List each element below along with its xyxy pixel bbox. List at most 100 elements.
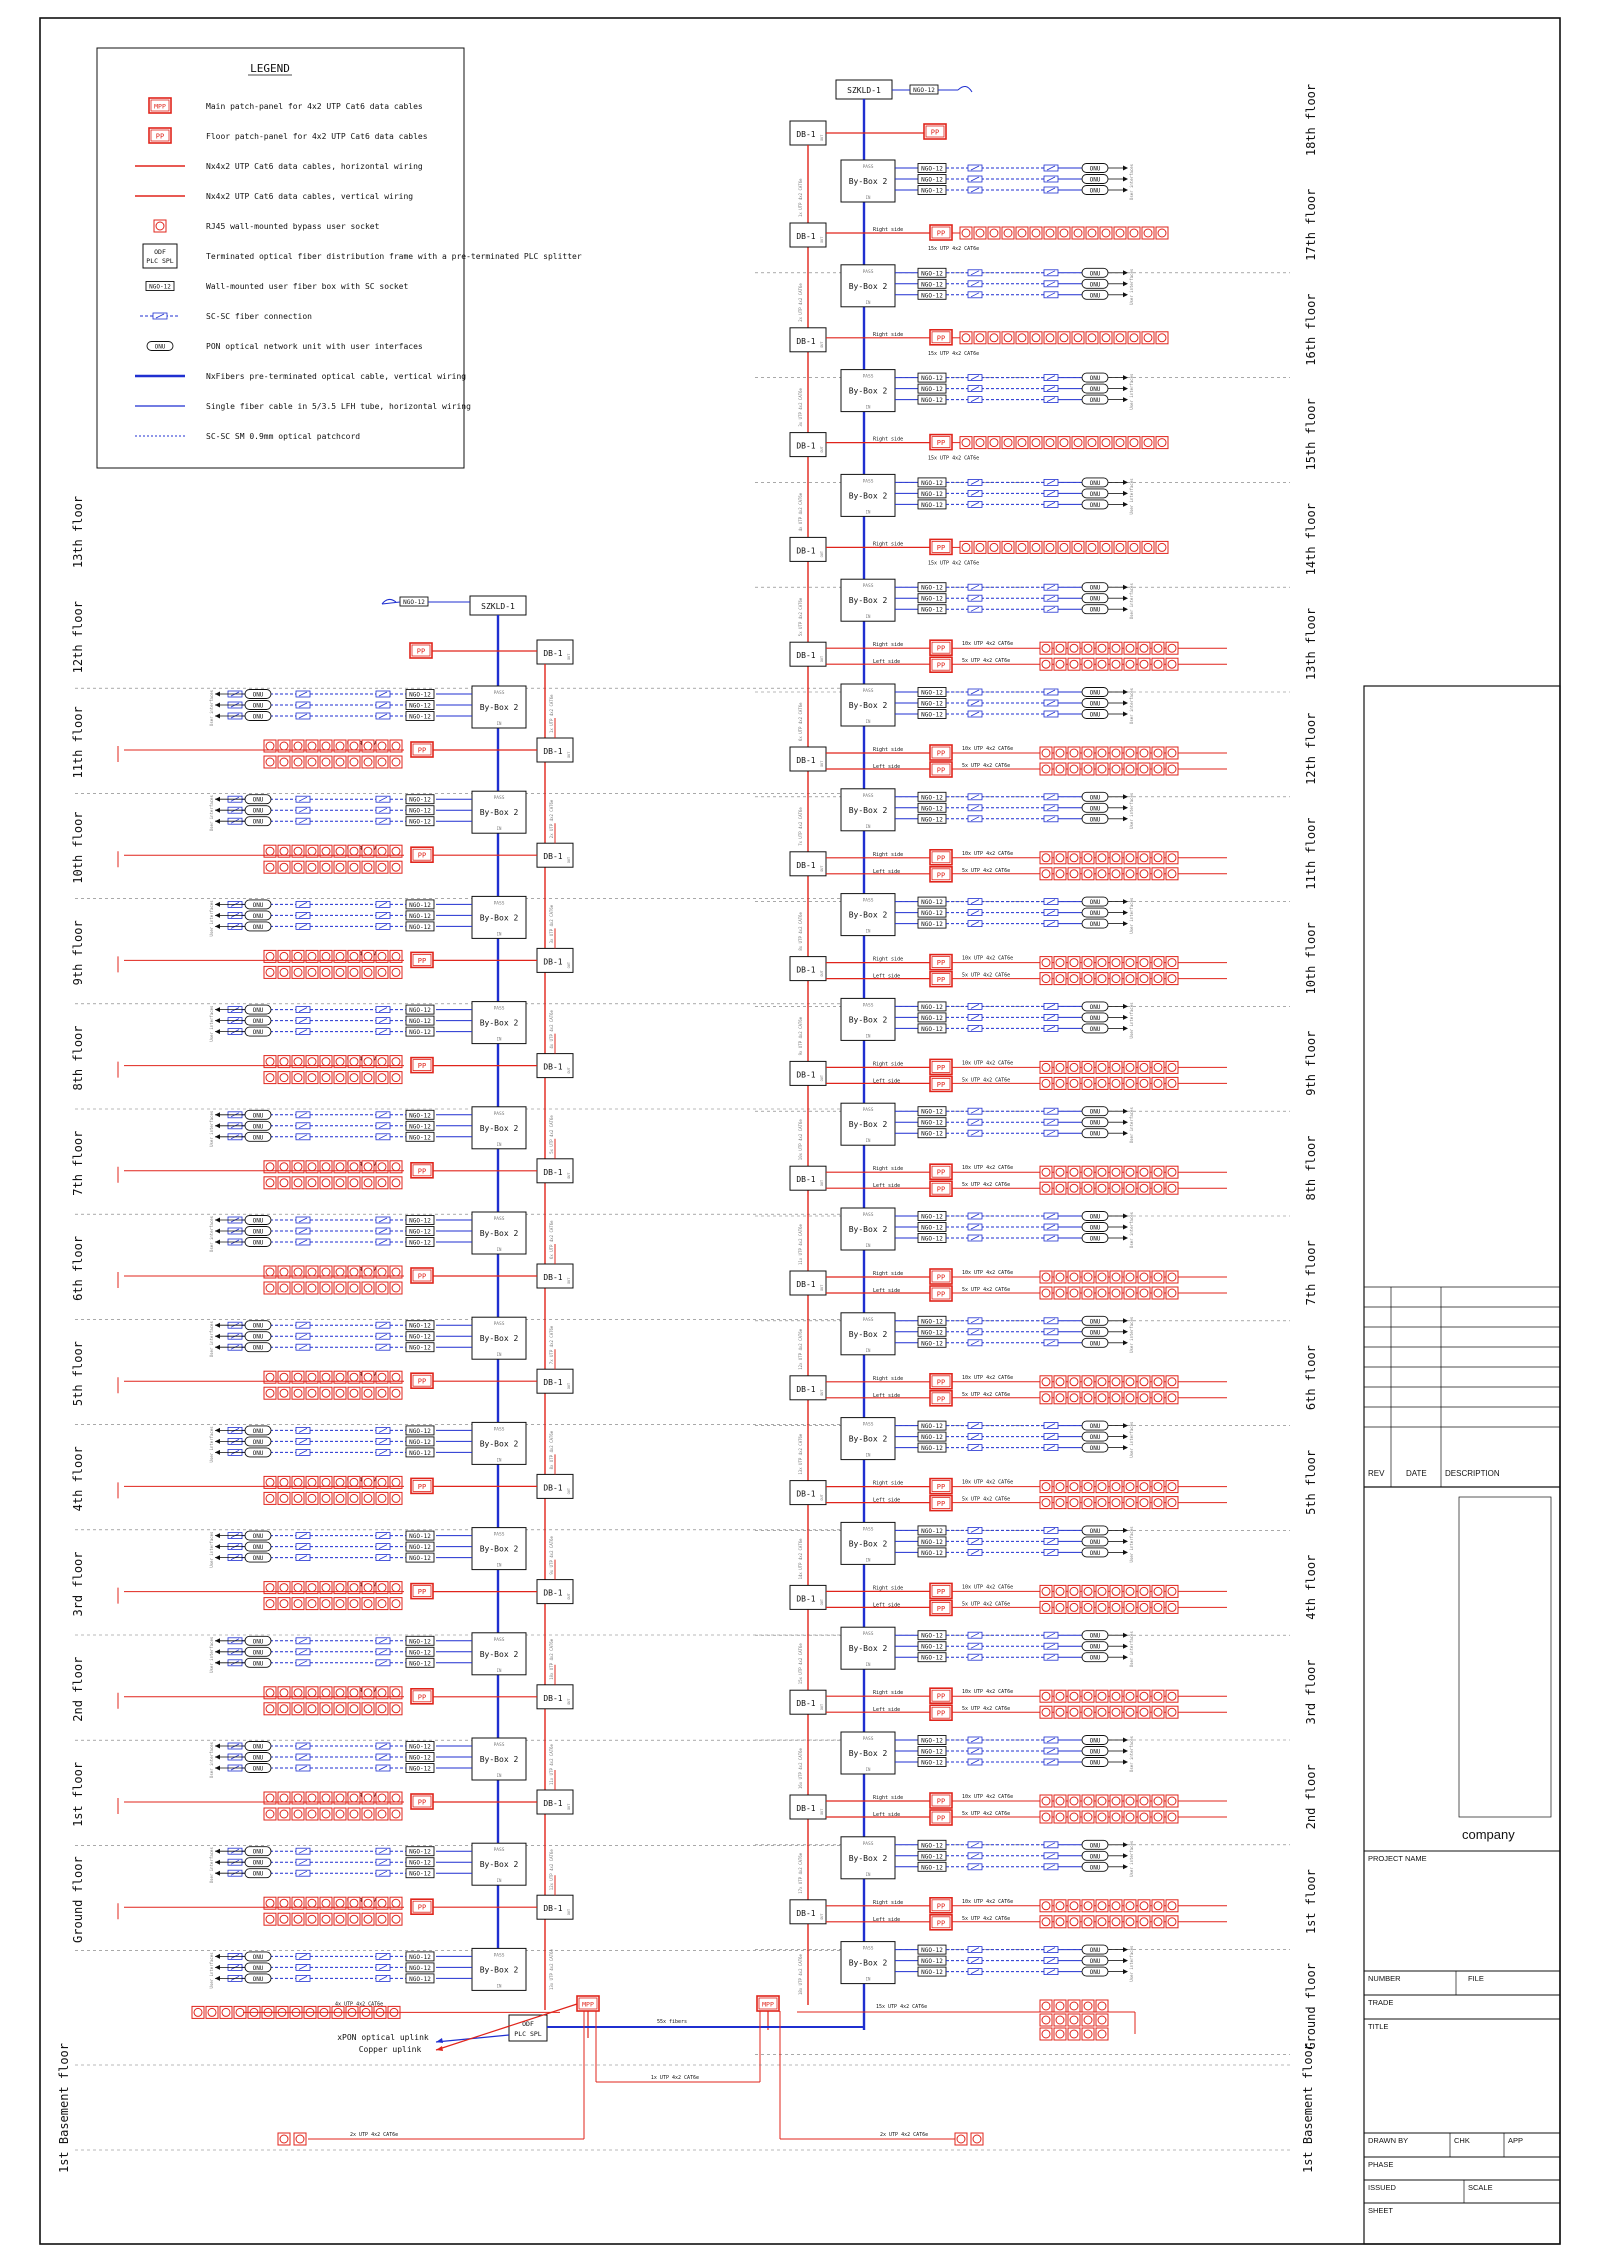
socket-icon bbox=[363, 1493, 373, 1503]
sc-mark bbox=[298, 796, 308, 802]
rj45-socket bbox=[1081, 1705, 1095, 1719]
sc-connector bbox=[375, 1543, 391, 1550]
rj45-socket bbox=[1039, 1286, 1053, 1300]
sc-connector bbox=[1043, 291, 1059, 299]
onu-label: ONU bbox=[1090, 397, 1101, 404]
floor-patch-panel: PP bbox=[929, 433, 953, 451]
sc-connector bbox=[967, 1968, 983, 1975]
by-box-frame bbox=[471, 1211, 527, 1255]
socket-icon bbox=[321, 1178, 331, 1188]
rj45-socket bbox=[1053, 972, 1067, 986]
rj45-socket bbox=[1067, 1794, 1081, 1808]
patch-panel-label: PP bbox=[937, 1291, 945, 1299]
left-cable-label: 5x UTP 4x2 CAT6e bbox=[962, 1811, 1010, 1817]
user-interfaces-label: User interfaces bbox=[209, 1215, 214, 1252]
floor-patch-panel: PP bbox=[929, 1058, 953, 1076]
sc-connector bbox=[1043, 1129, 1059, 1137]
ngo-fiber-box: NGO-12 bbox=[405, 1635, 435, 1646]
rj45-socket bbox=[1127, 540, 1141, 554]
patch-panel-inner bbox=[412, 743, 432, 756]
rj45-socket bbox=[263, 1491, 277, 1505]
sc-connector bbox=[967, 1118, 983, 1126]
ngo-fiber-box: NGO-12 bbox=[405, 1436, 435, 1447]
socket-icon bbox=[293, 1178, 303, 1188]
onu-label: ONU bbox=[253, 1638, 264, 1645]
rj45-socket bbox=[973, 226, 987, 240]
floor-patch-panel: PP bbox=[929, 1809, 953, 1826]
db-label: DB-1 bbox=[543, 1168, 562, 1177]
patch-panel-label: PP bbox=[937, 871, 945, 879]
ngo-fiber-box: NGO-12 bbox=[917, 1944, 947, 1955]
ngo-fiber-box: NGO-12 bbox=[405, 1226, 435, 1236]
ngo-label: NGO-12 bbox=[409, 714, 431, 721]
right-side-label: Right side bbox=[873, 1061, 903, 1067]
arrow-head-icon bbox=[215, 1239, 220, 1245]
by-box-pass-label: PASS bbox=[494, 1532, 505, 1538]
ngo-fiber-box: NGO-12 bbox=[405, 1752, 435, 1762]
arrow-head-icon bbox=[1123, 1213, 1128, 1219]
rj45-socket bbox=[1137, 1165, 1151, 1179]
by-box-frame bbox=[471, 1001, 527, 1045]
sc-connector bbox=[1043, 920, 1059, 927]
onu-unit: ONU bbox=[1081, 1839, 1109, 1850]
floor-label: Ground floor bbox=[71, 1856, 85, 1943]
ngo-fiber-box: NGO-12 bbox=[405, 1015, 435, 1026]
ngo-fiber-box: NGO-12 bbox=[917, 1525, 947, 1536]
riser-cable-label: 4x UTP 4x2 CAT6e bbox=[798, 492, 803, 531]
ngo-fiber-box: NGO-12 bbox=[917, 289, 947, 300]
rj45-socket bbox=[1165, 1286, 1179, 1300]
rj45-socket bbox=[333, 965, 347, 979]
onu-unit: ONU bbox=[244, 1320, 272, 1331]
arrow-head-icon bbox=[1123, 1527, 1128, 1533]
ngo-label: NGO-12 bbox=[921, 166, 943, 173]
socket-icon bbox=[335, 1388, 345, 1398]
patch-panel-label: PP bbox=[418, 852, 426, 860]
floor-label: Ground floor bbox=[1304, 1963, 1318, 2050]
rj45-socket bbox=[191, 2005, 205, 2019]
rj45-socket bbox=[389, 1386, 403, 1400]
sc-mark bbox=[298, 1217, 308, 1223]
riser-cable-label: 16x UTP 4x2 CAT6e bbox=[798, 1747, 803, 1789]
onu-unit: ONU bbox=[1081, 698, 1109, 708]
riser-cable-label: 11x UTP 4x2 CAT6e bbox=[549, 1743, 554, 1785]
arrow-head-icon bbox=[1123, 281, 1128, 287]
by-box-pass-label: PASS bbox=[494, 1321, 505, 1327]
ngo-fiber-box: NGO-12 bbox=[917, 174, 947, 184]
db-label: DB-1 bbox=[543, 649, 562, 658]
rj45-socket bbox=[1095, 867, 1109, 881]
rj45-socket bbox=[389, 1055, 403, 1069]
legend-item: RJ45 wall-mounted bypass user socket bbox=[153, 219, 380, 233]
rj45-socket bbox=[1053, 1375, 1067, 1389]
rj45-socket bbox=[1137, 1794, 1151, 1808]
socket-icon bbox=[321, 757, 331, 767]
riser-cable-label: 10x UTP 4x2 CAT6e bbox=[798, 1119, 803, 1161]
onu-label: ONU bbox=[1090, 386, 1101, 393]
by-box-frame bbox=[471, 1421, 527, 1465]
rj45-socket bbox=[319, 1370, 333, 1384]
sc-mark bbox=[298, 1439, 308, 1444]
arrow-head-icon bbox=[215, 1112, 220, 1118]
floor-label: 7th floor bbox=[1304, 1240, 1318, 1305]
floor-patch-panel: PP bbox=[929, 744, 953, 761]
user-interfaces-label: User interfaces bbox=[1129, 1107, 1134, 1144]
rj45-socket bbox=[333, 1807, 347, 1821]
by-box-pass-label: PASS bbox=[863, 1946, 874, 1952]
arrow-head-icon bbox=[1123, 1632, 1128, 1638]
ngo-label: NGO-12 bbox=[409, 1649, 431, 1656]
rj45-socket bbox=[1151, 1480, 1165, 1494]
